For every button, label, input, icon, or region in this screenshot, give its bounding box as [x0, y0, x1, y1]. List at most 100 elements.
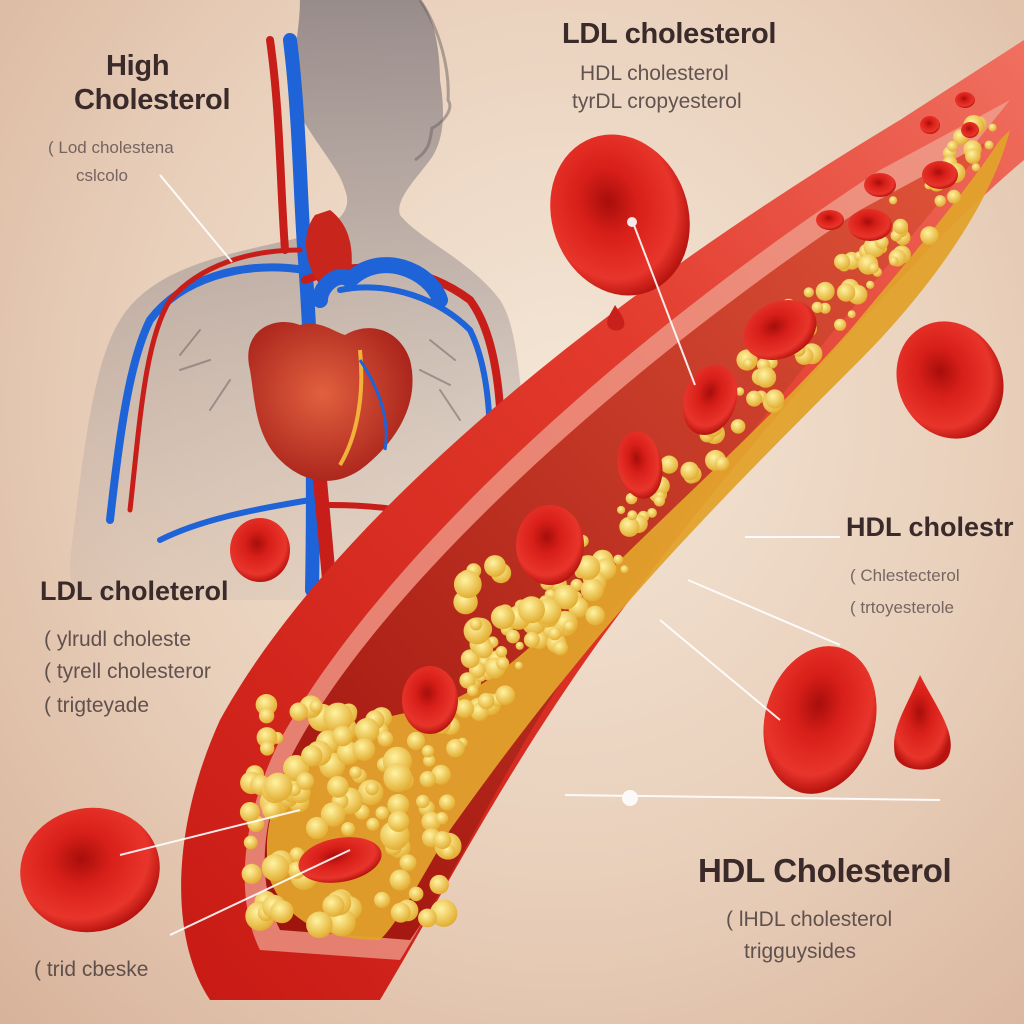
plaque-globule [836, 283, 856, 302]
label-left-mid-sub1: ( ylrudl choleste [44, 628, 192, 651]
label-right-mid-sub2: ( trtoyesterole [850, 598, 954, 617]
red-blood-cell [550, 134, 690, 296]
plaque-globule [323, 702, 353, 733]
plaque-globule [406, 731, 426, 751]
plaque-globule [619, 516, 640, 537]
red-blood-cell [848, 209, 892, 241]
plaque-globule [653, 495, 666, 507]
plaque-globule [585, 605, 605, 626]
plaque-globule [389, 869, 411, 891]
plaque-globule [563, 619, 576, 633]
plaque-globule [431, 764, 451, 785]
plaque-globule [390, 902, 411, 923]
plaque-globule [387, 810, 410, 832]
plaque-globule [815, 281, 835, 301]
plaque-globule [484, 555, 506, 577]
plaque-globule [847, 310, 856, 319]
plaque-globule [947, 189, 961, 204]
plaque-globule [496, 656, 510, 670]
plaque-globule [735, 387, 745, 396]
plaque-globule [377, 731, 394, 747]
plaque-globule [439, 794, 456, 811]
plaque-globule [256, 727, 278, 748]
plaque-globule [366, 817, 380, 831]
plaque-globule [834, 253, 851, 270]
plaque-globule [332, 725, 353, 747]
plaque-globule [617, 505, 626, 515]
plaque-globule [301, 745, 323, 767]
plaque-globule [455, 699, 475, 718]
label-left-mid-sub2: ( tyrell cholesteror [44, 660, 211, 683]
plaque-globule [429, 874, 449, 895]
label-bottom-left-sub: ( trid cbeske [34, 958, 149, 981]
label-left-mid-title: LDL choleterol [40, 576, 229, 606]
plaque-globule [620, 565, 629, 574]
plaque-globule [352, 738, 376, 761]
plaque-globule [547, 626, 562, 641]
plaque-globule [467, 684, 479, 697]
plaque-globule [383, 763, 413, 793]
label-top-title: LDL cholesterol [562, 18, 777, 50]
red-blood-cell [298, 837, 382, 883]
plaque-globule [743, 358, 754, 369]
plaque-globule [988, 123, 997, 132]
plaque-globule [239, 802, 261, 823]
red-blood-cell [961, 122, 979, 138]
plaque-globule [399, 854, 417, 872]
label-bottom-right-sub1: ( lHDL cholesterol [726, 908, 893, 931]
red-blood-cell [955, 92, 975, 108]
plaque-globule [418, 908, 437, 928]
plaque-globule [322, 894, 345, 917]
plaque-globule [553, 584, 579, 610]
plaque-globule [730, 419, 746, 434]
plaque-globule [433, 831, 452, 850]
plaque-globule [419, 771, 436, 788]
plaque-globule [375, 806, 390, 820]
plaque-globule [947, 140, 958, 152]
blood-drop [894, 675, 951, 770]
red-blood-cell [682, 365, 738, 435]
plaque-globule [490, 605, 515, 630]
red-blood-cell [743, 299, 817, 361]
plaque-globule [460, 649, 480, 669]
plaque-globule [387, 793, 410, 816]
plaque-globule [262, 800, 282, 820]
red-blood-cell [816, 210, 844, 230]
plaque-globule [523, 631, 540, 648]
label-bottom-right-title: HDL Cholesterol [698, 852, 952, 889]
red-blood-cell [763, 646, 877, 794]
plaque-globule [478, 692, 495, 710]
label-right-mid-sub1: ( Chlestecterol [850, 566, 960, 585]
plaque-globule [866, 280, 875, 289]
plaque-globule [765, 389, 785, 409]
plaque-globule [327, 775, 349, 798]
blood-drop [607, 305, 625, 331]
label-high-cholesterol-line1: High [106, 50, 170, 82]
red-blood-cell [617, 431, 663, 499]
plaque-globule [580, 578, 604, 602]
red-blood-cell [230, 518, 290, 582]
heart [248, 210, 448, 481]
plaque-globule [374, 891, 391, 909]
plaque-globule [746, 390, 763, 407]
plaque-globule [518, 596, 545, 624]
plaque-globule [306, 911, 333, 939]
plaque-globule [453, 570, 482, 599]
plaque-globule [811, 301, 823, 314]
plaque-globule [660, 455, 679, 474]
label-top-left-sub2: cslcolo [76, 166, 128, 185]
plaque-globule [552, 640, 568, 656]
plaque-globule [515, 641, 524, 650]
label-top-sub1: HDL cholesterol [580, 62, 729, 85]
plaque-globule [341, 822, 356, 836]
plaque-globule [264, 772, 293, 802]
red-blood-cell [402, 666, 458, 734]
plaque-globule [613, 554, 624, 565]
label-top-left-sub1: ( Lod cholestena [48, 138, 174, 157]
plaque-globule [495, 646, 508, 658]
label-top-sub2: tyrDL cropyesterol [572, 90, 742, 113]
label-high-cholesterol-line2: Cholesterol [74, 84, 231, 116]
plaque-globule [627, 510, 638, 521]
red-blood-cell [922, 161, 958, 189]
red-blood-cell [516, 505, 584, 585]
